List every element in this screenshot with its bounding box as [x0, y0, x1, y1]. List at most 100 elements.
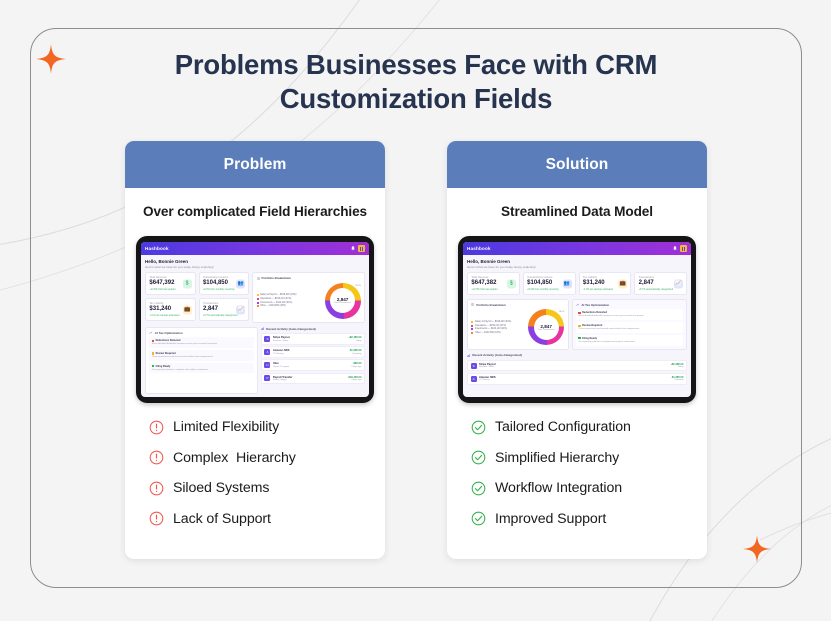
app-name-left: Hashbook [145, 246, 169, 251]
activity-amount-block: -$18,400.00 3 days ago [348, 376, 362, 382]
activity-name: Stripe Payout [478, 362, 496, 366]
check-circle-icon [471, 450, 486, 465]
activity-name: Amazon AWS [478, 375, 496, 379]
list-item: Improved Support [471, 511, 707, 527]
recommendation-item[interactable]: Review Required Three transactions need … [575, 322, 683, 333]
solution-dashboard-image: Hashbook Hello, Bonnie Green Here's what… [447, 236, 707, 403]
list-item-label: Lack of Support [173, 510, 271, 527]
stat-label: Outstanding Invoices [202, 276, 229, 280]
activity-row[interactable]: A Amazon AWS IT / Hosting -$1,285.50 Yes… [260, 346, 365, 358]
tablet-frame-right: Hashbook Hello, Bonnie Green Here's what… [458, 236, 696, 403]
panel-title-text: AI Tax Optimization [581, 302, 610, 307]
donut-legend: Salary & Payroll — $198,420 (34%) Operat… [471, 320, 525, 334]
problem-subtitle: Over complicated Field Hierarchies [142, 204, 367, 219]
panel-title: Recent Activity (Auto-Categorized) [261, 327, 365, 331]
donut-label: Total Transactions [334, 302, 351, 305]
panel-title-text: Portfolio Breakdown [476, 302, 506, 307]
recommendation-item[interactable]: Deductions Detected We've identified ded… [575, 309, 683, 321]
stat-value: $104,850 [527, 280, 553, 287]
stat-label: Tax Liability [149, 302, 164, 306]
list-item-label: Simplified Hierarchy [495, 449, 620, 466]
portfolio-breakdown-panel: Portfolio Breakdown Salary & Payroll — $… [467, 298, 569, 350]
activity-category: IT / Hosting [272, 352, 284, 355]
activity-row[interactable]: P Payroll Transfer Salary / Wages -$18,4… [260, 372, 365, 385]
panel-title: Portfolio Breakdown [256, 276, 361, 280]
greeting-left: Hello, Bonnie Green [145, 258, 189, 264]
stat-label: Tax Liability [582, 276, 598, 280]
problem-column-header: Problem [125, 141, 385, 188]
list-item: Complex Hierarchy [149, 450, 385, 466]
recommendation-item[interactable]: Filing Ready Your quarterly estimate is … [149, 362, 254, 374]
activity-row[interactable]: U Uber Travel / Transport -$86.20 2 days… [260, 359, 365, 372]
legend-item: Investments — $122,110 (21%) [471, 328, 525, 331]
recommendation-body: We've identified deductible expenses acr… [151, 343, 218, 346]
activity-row[interactable]: S Stripe Payout Revenue / Sales +$2,480.… [260, 333, 365, 345]
ai-optimization-panel: AI Tax Optimization Deductions Detected … [145, 326, 258, 394]
stat-card[interactable]: Outstanding Invoices $104,850 +8.2% from… [522, 272, 576, 296]
app-bar-icons-left [351, 245, 365, 252]
alert-circle-icon [149, 481, 164, 495]
recommendation-body: We've identified deductible expenses acr… [578, 315, 645, 318]
app-logo-icon[interactable] [358, 245, 365, 252]
app-bar-right: Hashbook [463, 242, 691, 255]
stat-value: $647,392 [149, 280, 175, 287]
stat-card[interactable]: Outstanding Invoices $104,850 +8.2% from… [198, 272, 250, 296]
recommendation-body: Your quarterly estimate is complete and … [151, 368, 209, 371]
panel-title-text: Recent Activity (Auto-Categorized) [472, 353, 522, 358]
donut-tag: 28.5% [558, 311, 566, 314]
stat-value: $31,240 [149, 306, 172, 313]
list-item-label: Complex Hierarchy [173, 449, 296, 466]
donut-tag: 28.5% [354, 284, 362, 287]
stat-card[interactable]: Total Revenue $647,382 +12.5% from last … [467, 272, 520, 296]
wallet-icon: 💼 [182, 305, 192, 315]
activity-row[interactable]: A Amazon AWS IT / Hosting -$1,285.50 Yes… [467, 372, 687, 385]
stat-card[interactable]: Transactions 2,847 +5.7% automatically c… [634, 272, 687, 296]
list-item: Tailored Configuration [471, 419, 707, 435]
activity-category: Revenue / Sales [478, 366, 495, 369]
activity-amount-block: -$1,285.50 Yesterday [349, 349, 361, 355]
stat-value: 2,847 [638, 280, 654, 287]
stat-card[interactable]: Transactions 2,847 +5.7% automatically c… [198, 298, 250, 322]
stat-label: Total Revenue [471, 276, 489, 280]
donut-row: Salary & Payroll — $198,420 (34%) Operat… [256, 282, 362, 319]
stat-card[interactable]: Tax Liability $31,240 -4.1% tax savings … [578, 272, 632, 296]
list-item: Limited Flexibility [149, 419, 385, 435]
activity-amount: +$2,480.00 [670, 362, 684, 366]
bell-icon[interactable] [673, 246, 677, 251]
recommendation-item[interactable]: Deductions Detected We've identified ded… [149, 337, 254, 348]
outer-frame [30, 28, 802, 588]
stat-change: -4.1% tax savings estimated [582, 288, 613, 292]
alert-circle-icon [149, 420, 164, 434]
bar-chart-icon [261, 327, 264, 330]
activity-meta: Payroll Transfer Salary / Wages [273, 376, 345, 382]
activity-row[interactable]: S Stripe Payout Revenue / Sales +$2,480.… [467, 359, 687, 372]
problem-dashboard-image: Hashbook Hello, Bonnie Green Here's what… [125, 236, 385, 403]
activity-meta: Amazon AWS IT / Hosting [273, 349, 347, 355]
recommendation-head: Review Required [151, 352, 251, 355]
recommendation-item[interactable]: Review Required Three transactions need … [149, 349, 254, 361]
activity-name: Stripe Payout [272, 336, 290, 340]
donut-chart: 28.5% 2,847 Total Transactions [528, 309, 566, 346]
stat-card[interactable]: Tax Liability $31,240 -4.1% tax savings … [145, 298, 196, 322]
recommendation-head: Filing Ready [151, 365, 251, 368]
stat-value: $31,240 [582, 280, 605, 287]
alert-circle-icon [149, 450, 164, 465]
activity-amount: -$1,285.50 [671, 375, 684, 379]
list-item: Workflow Integration [471, 480, 707, 496]
chart-icon: 📈 [236, 305, 246, 315]
recommendation-head: Filing Ready [578, 337, 680, 340]
list-item: Lack of Support [149, 511, 385, 527]
dollar-icon: $ [182, 279, 192, 289]
donut-row: Salary & Payroll — $198,420 (34%) Operat… [471, 309, 566, 346]
app-logo-icon[interactable] [680, 245, 687, 252]
page-title: Problems Businesses Face with CRM Custom… [174, 49, 658, 114]
bell-icon[interactable] [351, 246, 355, 251]
problem-bullet-list: Limited Flexibility Complex Hierarchy Si… [149, 419, 385, 527]
list-item: Siloed Systems [149, 480, 385, 496]
recommendation-body: Three transactions need manual review be… [578, 328, 640, 331]
recommendation-item[interactable]: Filing Ready Your quarterly estimate is … [575, 334, 683, 346]
activity-list: S Stripe Payout Revenue / Sales +$2,480.… [260, 333, 365, 385]
stat-card[interactable]: Total Revenue $647,392 +12.5% from last … [145, 272, 196, 296]
greeting-right: Hello, Bonnie Green [467, 258, 511, 264]
screen-body-left: Hello, Bonnie Green Here's what we have … [141, 255, 369, 397]
